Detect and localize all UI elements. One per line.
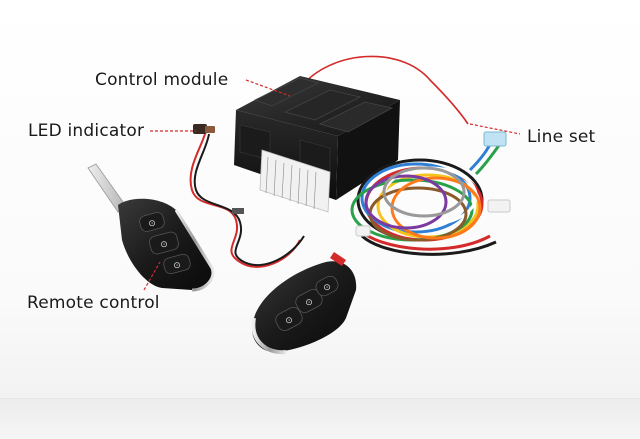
control-module-label: Control module (95, 70, 229, 90)
harness-connector-3 (355, 225, 371, 237)
floor-shadow (0, 398, 640, 439)
antenna-wire (299, 55, 469, 125)
remote-right: ⊙ ⊙ ⊙ (251, 252, 357, 355)
harness-connector-2 (487, 199, 511, 213)
harness-connector (483, 131, 507, 147)
control-module-box (234, 76, 400, 213)
remote-control-label: Remote control (27, 293, 160, 313)
svg-text:⊙: ⊙ (285, 316, 293, 326)
led-indicator (189, 124, 305, 268)
svg-text:⊙: ⊙ (305, 298, 313, 308)
svg-text:⊙: ⊙ (173, 261, 181, 271)
led-indicator-label: LED indicator (28, 121, 145, 141)
svg-text:⊙: ⊙ (148, 219, 156, 229)
svg-text:⊙: ⊙ (160, 240, 168, 250)
svg-text:⊙: ⊙ (323, 283, 331, 293)
remote-left: ⊙ ⊙ ⊙ (87, 163, 215, 292)
line-set-label: Line set (527, 127, 596, 147)
leader-lines (143, 79, 521, 291)
